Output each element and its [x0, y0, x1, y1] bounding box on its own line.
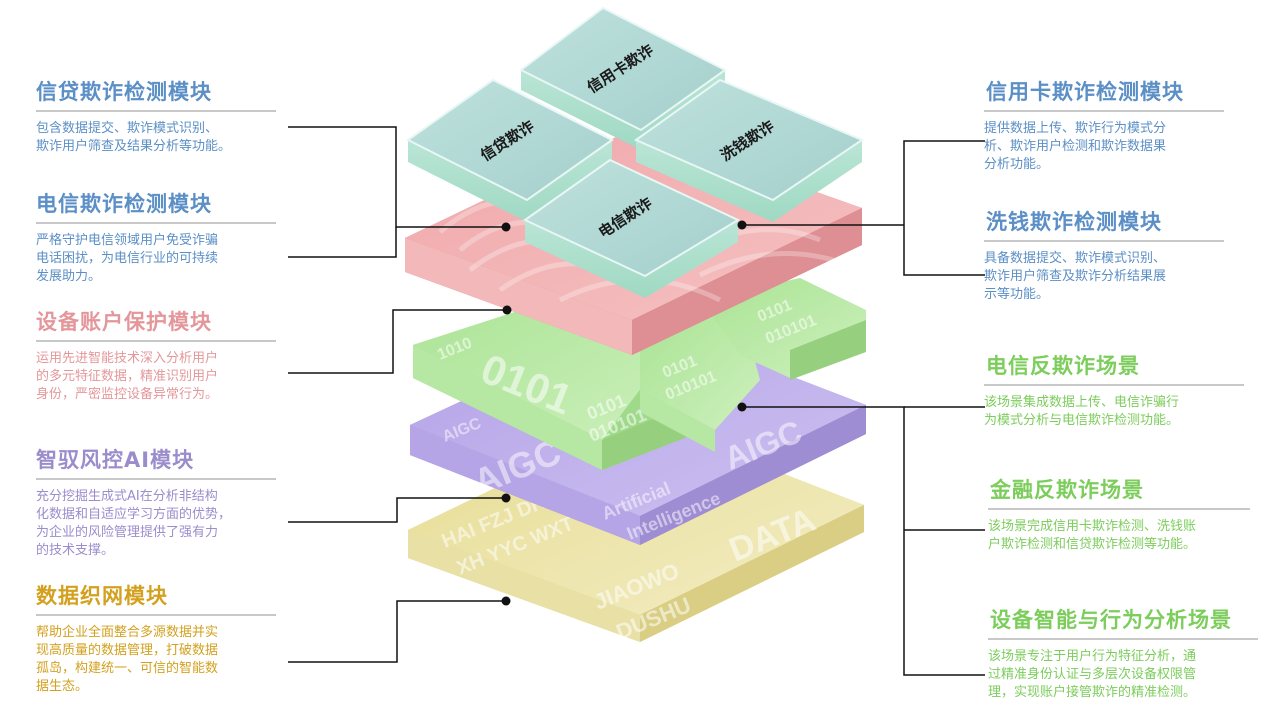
desc-line: 欺诈用户筛查及欺诈分析结果展	[984, 269, 1167, 284]
connector-dot-icon	[737, 220, 747, 230]
desc-line: 据生态。	[36, 679, 89, 694]
desc-line: 析、欺诈用户检测和欺诈数据果	[984, 139, 1167, 154]
desc-line: 电话困扰，为电信行业的可持续	[36, 251, 219, 266]
connector-dot-icon	[737, 402, 747, 412]
panel-desc: 该场景完成信用卡欺诈检测、洗钱账 户欺诈检测和信贷欺诈检测等功能。	[988, 518, 1250, 554]
tile-loan: 信贷欺诈	[406, 78, 614, 222]
panel-desc: 具备数据提交、欺诈模式识别、 欺诈用户筛查及欺诈分析结果展 示等功能。	[984, 250, 1224, 304]
connector-line	[288, 227, 397, 258]
desc-line: 孤岛，构建统一、可信的智能数	[36, 661, 219, 676]
tile-laundering: 洗钱欺诈	[633, 78, 865, 222]
panel-title: 信用卡欺诈检测模块	[984, 76, 1224, 112]
connector-line	[288, 600, 506, 663]
desc-line: 化数据和自适应学习方面的优势，	[36, 507, 232, 522]
panel-title: 金融反欺诈场景	[988, 474, 1250, 510]
panel-desc: 充分挖掘生成式AI在分析非结构 化数据和自适应学习方面的优势， 为企业的风险管理…	[36, 488, 276, 560]
desc-line: 提供数据上传、欺诈行为模式分	[984, 121, 1167, 136]
panel-desc: 该场景集成数据上传、电信诈骗行 为模式分析与电信欺诈检测功能。	[984, 394, 1244, 430]
connector-line	[288, 309, 507, 374]
desc-line: 示等功能。	[984, 287, 1050, 302]
connector-dots	[501, 220, 747, 606]
panel-title: 设备账户保护模块	[36, 306, 276, 342]
connector-line	[742, 406, 985, 676]
panel-desc: 该场景专注于用户行为特征分析，通 过精准身份认证与多层次设备权限管 理，实现账户…	[988, 648, 1258, 702]
desc-line: 严格守护电信领域用户免受诈骗	[36, 233, 219, 248]
desc-line: 发展助力。	[36, 269, 102, 284]
panel-telecom-fraud-module: 电信欺诈检测模块 严格守护电信领域用户免受诈骗 电话困扰，为电信行业的可持续 发…	[36, 188, 276, 286]
panel-financial-scenario: 金融反欺诈场景 该场景完成信用卡欺诈检测、洗钱账 户欺诈检测和信贷欺诈检测等功能…	[988, 474, 1250, 554]
desc-line: 该场景专注于用户行为特征分析，通	[988, 649, 1197, 664]
panel-money-laundering-module: 洗钱欺诈检测模块 具备数据提交、欺诈模式识别、 欺诈用户筛查及欺诈分析结果展 示…	[984, 206, 1224, 304]
panel-ai-risk-module: 智驭风控AI模块 充分挖掘生成式AI在分析非结构 化数据和自适应学习方面的优势，…	[36, 444, 276, 560]
connector-dot-icon	[502, 305, 512, 315]
desc-line: 为企业的风险管理提供了强有力	[36, 525, 219, 540]
panel-telecom-scenario: 电信反欺诈场景 该场景集成数据上传、电信诈骗行 为模式分析与电信欺诈检测功能。	[984, 350, 1244, 430]
panel-desc: 提供数据上传、欺诈行为模式分 析、欺诈用户检测和欺诈数据果 分析功能。	[984, 120, 1224, 174]
panel-title: 信贷欺诈检测模块	[36, 76, 276, 112]
panel-title: 电信反欺诈场景	[984, 350, 1244, 386]
desc-line: 运用先进智能技术深入分析用户	[36, 351, 219, 366]
desc-line: 具备数据提交、欺诈模式识别、	[984, 251, 1167, 266]
panel-device-behavior-scenario: 设备智能与行为分析场景 该场景专注于用户行为特征分析，通 过精准身份认证与多层次…	[988, 604, 1258, 702]
panel-device-account-module: 设备账户保护模块 运用先进智能技术深入分析用户 的多元特征数据，精准识别用户 身…	[36, 306, 276, 404]
connector-lines	[288, 126, 985, 676]
desc-line: 身份，严密监控设备异常行为。	[36, 387, 219, 402]
desc-line: 充分挖掘生成式AI在分析非结构	[36, 489, 218, 504]
panel-title: 洗钱欺诈检测模块	[984, 206, 1224, 242]
connector-line	[288, 126, 506, 228]
desc-line: 过精准身份认证与多层次设备权限管	[988, 667, 1197, 682]
fraud-tiles: 信用卡欺诈 信贷欺诈 洗钱欺诈 电信欺诈	[406, 6, 865, 298]
desc-line: 分析功能。	[984, 157, 1050, 172]
desc-line: 理，实现账户接管欺诈的精准检测。	[988, 685, 1197, 700]
connector-dot-icon	[501, 596, 511, 606]
desc-line: 户欺诈检测和信贷欺诈检测等功能。	[988, 537, 1197, 552]
panel-desc: 包含数据提交、欺诈模式识别、 欺诈用户筛查及结果分析等功能。	[36, 120, 276, 156]
desc-line: 该场景集成数据上传、电信诈骗行	[984, 395, 1180, 410]
panel-desc: 帮助企业全面整合多源数据并实 现高质量的数据管理，打破数据 孤岛，构建统一、可信…	[36, 624, 276, 696]
desc-line: 现高质量的数据管理，打破数据	[36, 643, 219, 658]
connector-line	[903, 140, 985, 276]
panel-credit-card-fraud-module: 信用卡欺诈检测模块 提供数据上传、欺诈行为模式分 析、欺诈用户检测和欺诈数据果 …	[984, 76, 1224, 174]
connector-dot-icon	[501, 493, 511, 503]
desc-line: 包含数据提交、欺诈模式识别、	[36, 121, 219, 136]
desc-line: 欺诈用户筛查及结果分析等功能。	[36, 139, 232, 154]
desc-line: 的多元特征数据，精准识别用户	[36, 369, 219, 384]
panel-loan-fraud-module: 信贷欺诈检测模块 包含数据提交、欺诈模式识别、 欺诈用户筛查及结果分析等功能。	[36, 76, 276, 156]
desc-line: 的技术支撑。	[36, 543, 115, 558]
connector-line	[288, 497, 506, 523]
panel-desc: 严格守护电信领域用户免受诈骗 电话困扰，为电信行业的可持续 发展助力。	[36, 232, 276, 286]
panel-desc: 运用先进智能技术深入分析用户 的多元特征数据，精准识别用户 身份，严密监控设备异…	[36, 350, 276, 404]
panel-data-fabric-module: 数据织网模块 帮助企业全面整合多源数据并实 现高质量的数据管理，打破数据 孤岛，…	[36, 580, 276, 696]
panel-title: 设备智能与行为分析场景	[988, 604, 1258, 640]
desc-line: 帮助企业全面整合多源数据并实	[36, 625, 219, 640]
connector-dot-icon	[501, 222, 511, 232]
tile-telecom: 电信欺诈	[523, 158, 741, 298]
desc-line: 为模式分析与电信欺诈检测功能。	[984, 413, 1180, 428]
panel-title: 数据织网模块	[36, 580, 276, 616]
desc-line: 该场景完成信用卡欺诈检测、洗钱账	[988, 519, 1197, 534]
panel-title: 电信欺诈检测模块	[36, 188, 276, 224]
panel-title: 智驭风控AI模块	[36, 444, 276, 480]
